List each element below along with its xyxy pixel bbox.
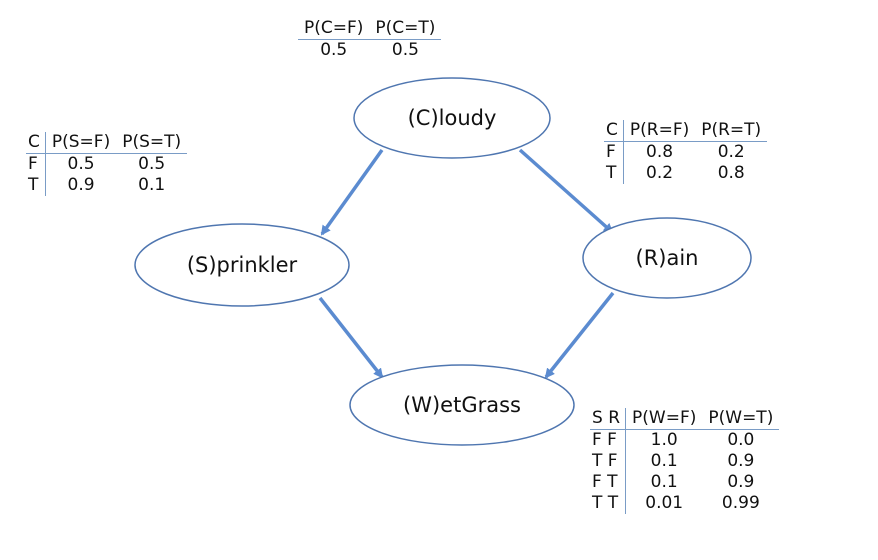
cpt-rain-value: 0.8 — [717, 163, 745, 183]
cpt-wetgrass-value: 1.0 — [650, 430, 678, 450]
node-rain-label: (R)ain — [636, 246, 699, 270]
node-rain: (R)ain — [582, 217, 752, 299]
cpt-wetgrass-cond: F T — [590, 472, 627, 493]
cpt-wetgrass-value: 0.01 — [645, 493, 684, 513]
cpt-sprinkler-cond: F — [26, 153, 46, 175]
cpt-wetgrass-header-t: P(W=T) — [702, 408, 780, 430]
cpt-rain-cond-header: C — [604, 120, 624, 142]
cpt-wetgrass-cond: F F — [590, 429, 627, 451]
cpt-sprinkler-value: 0.5 — [138, 154, 166, 174]
cpt-wetgrass-cond-header: S R — [590, 408, 627, 430]
cpt-rain-value: 0.2 — [646, 163, 674, 183]
cpt-wetgrass-value: 0.99 — [721, 493, 760, 513]
cpt-wetgrass-value: 0.1 — [650, 451, 678, 471]
cpt-rain-cond: T — [604, 163, 624, 184]
edge-cloudy-sprinkler — [320, 148, 384, 236]
cpt-sprinkler-value: 0.9 — [67, 175, 95, 195]
node-sprinkler-label: (S)prinkler — [187, 253, 298, 277]
cpt-wetgrass-value: 0.9 — [727, 451, 755, 471]
cpt-sprinkler-header-f: P(S=F) — [45, 132, 117, 154]
edge-cloudy-rain — [518, 148, 614, 234]
cpt-wetgrass-header-f: P(W=F) — [625, 408, 703, 430]
cpt-cloudy-value-f: 0.5 — [320, 40, 348, 60]
cpt-rain-header-f: P(R=F) — [623, 120, 696, 142]
node-wetgrass: (W)etGrass — [349, 364, 575, 446]
cpt-sprinkler: C P(S=F) P(S=T) F 0.5 0.5 T 0.9 0.1 — [26, 132, 188, 196]
cpt-rain-cond: F — [604, 141, 624, 163]
cpt-sprinkler-value: 0.5 — [67, 154, 95, 174]
cpt-wetgrass-value: 0.9 — [727, 472, 755, 492]
node-cloudy: (C)loudy — [353, 77, 551, 159]
cpt-rain-header-t: P(R=T) — [695, 120, 768, 142]
edge-sprinkler-wetgrass — [318, 296, 384, 379]
node-wetgrass-label: (W)etGrass — [403, 393, 521, 417]
cpt-cloudy-header-f: P(C=F) — [298, 18, 370, 40]
edge-rain-wetgrass — [544, 291, 615, 379]
cpt-rain-value: 0.8 — [646, 142, 674, 162]
cpt-wetgrass-cond: T F — [590, 451, 627, 472]
cpt-sprinkler-value: 0.1 — [138, 175, 166, 195]
cpt-wetgrass-cond: T T — [590, 493, 627, 514]
cpt-wetgrass: S R P(W=F) P(W=T) F F 1.0 0.0 T F 0.1 0.… — [590, 408, 780, 514]
cpt-sprinkler-header-t: P(S=T) — [116, 132, 188, 154]
cpt-sprinkler-cond: T — [26, 175, 46, 196]
cpt-wetgrass-value: 0.0 — [727, 430, 755, 450]
cpt-sprinkler-cond-header: C — [26, 132, 46, 154]
cpt-wetgrass-value: 0.1 — [650, 472, 678, 492]
cpt-rain: C P(R=F) P(R=T) F 0.8 0.2 T 0.2 0.8 — [604, 120, 768, 184]
cpt-rain-value: 0.2 — [717, 142, 745, 162]
node-cloudy-label: (C)loudy — [408, 106, 497, 130]
cpt-cloudy-value-t: 0.5 — [391, 40, 419, 60]
cpt-cloudy-header-t: P(C=T) — [369, 18, 442, 40]
node-sprinkler: (S)prinkler — [134, 223, 350, 307]
cpt-cloudy: P(C=F) P(C=T) 0.5 0.5 — [298, 18, 442, 61]
